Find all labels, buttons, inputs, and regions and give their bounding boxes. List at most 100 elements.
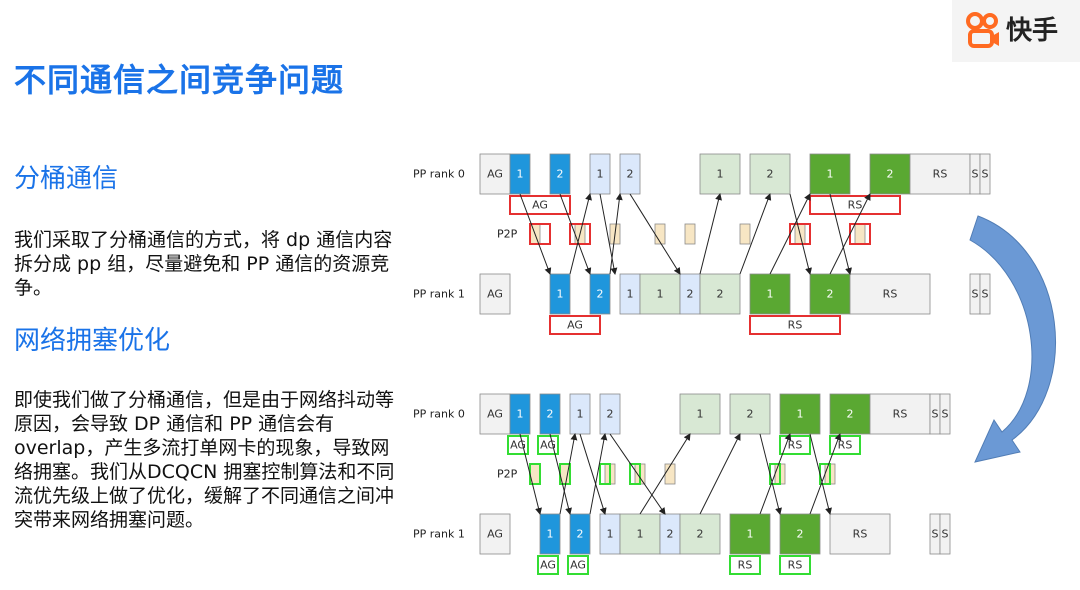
timeline-block bbox=[679, 513, 721, 555]
dependency-arrow bbox=[559, 433, 578, 515]
block-label: S bbox=[932, 528, 939, 541]
block-label: S bbox=[972, 168, 979, 181]
timeline-block bbox=[479, 513, 511, 555]
logo-text: 快手 bbox=[1006, 16, 1059, 46]
timeline-block bbox=[809, 273, 851, 315]
block-label: 2 bbox=[797, 528, 804, 541]
timeline-block bbox=[979, 273, 991, 315]
timeline-block bbox=[479, 273, 511, 315]
block-label: 2 bbox=[627, 168, 634, 181]
block-label: 1 bbox=[717, 168, 724, 181]
ag-conflict-box-label: AG bbox=[567, 319, 583, 332]
block-label: S bbox=[982, 168, 989, 181]
ag-fixed-box-label: AG bbox=[540, 559, 556, 572]
rs-fixed-box bbox=[779, 435, 811, 455]
timeline-block bbox=[699, 273, 741, 315]
block-label: 2 bbox=[557, 168, 564, 181]
timeline-block bbox=[749, 153, 791, 195]
timeline-block bbox=[619, 513, 661, 555]
block-label: S bbox=[942, 528, 949, 541]
block-label: 2 bbox=[687, 288, 694, 301]
dependency-arrow bbox=[609, 433, 666, 515]
timeline-block bbox=[849, 273, 931, 315]
dependency-arrow bbox=[579, 433, 607, 515]
rs-fixed-box-label: RS bbox=[738, 559, 753, 572]
block-label: 2 bbox=[717, 288, 724, 301]
block-label: 1 bbox=[557, 288, 564, 301]
block-label: 1 bbox=[637, 528, 644, 541]
block-label: 1 bbox=[577, 408, 584, 421]
row-label-p2p: P2P bbox=[497, 228, 518, 241]
dependency-arrow bbox=[639, 433, 691, 515]
block-label: 1 bbox=[747, 528, 754, 541]
block-label: 1 bbox=[657, 288, 664, 301]
block-label: 2 bbox=[547, 408, 554, 421]
dependency-arrow bbox=[809, 433, 842, 515]
block-label: AG bbox=[487, 168, 503, 181]
timeline-block bbox=[779, 393, 821, 435]
block-label: RS bbox=[933, 168, 948, 181]
p2p-block bbox=[654, 223, 666, 245]
block-label: 1 bbox=[697, 408, 704, 421]
block-label: S bbox=[932, 408, 939, 421]
dependency-arrow bbox=[759, 433, 792, 515]
timeline-block bbox=[829, 513, 891, 555]
ag-fixed-box bbox=[507, 435, 529, 455]
rs-fixed-box bbox=[729, 555, 761, 575]
timeline-block bbox=[549, 273, 571, 315]
p2p-conflict-box bbox=[529, 223, 551, 245]
rs-fixed-box bbox=[829, 435, 861, 455]
timeline-block bbox=[869, 393, 931, 435]
dependency-arrow bbox=[519, 433, 542, 515]
block-label: 2 bbox=[827, 288, 834, 301]
section-title-congestion: 网络拥塞优化 bbox=[14, 326, 171, 356]
timeline-block bbox=[479, 153, 511, 195]
timeline-block bbox=[909, 153, 971, 195]
timeline-block bbox=[939, 513, 951, 555]
block-label: 1 bbox=[517, 168, 524, 181]
dependency-arrow bbox=[589, 433, 608, 515]
rs-conflict-box bbox=[749, 315, 841, 335]
block-label: 1 bbox=[827, 168, 834, 181]
timeline-block bbox=[729, 513, 771, 555]
dependency-arrow bbox=[739, 193, 772, 275]
block-label: S bbox=[972, 288, 979, 301]
timeline-block bbox=[569, 513, 591, 555]
timeline-block bbox=[679, 393, 721, 435]
ag-fixed-box bbox=[537, 555, 559, 575]
timeline-block bbox=[939, 393, 951, 435]
row-label-rank0: PP rank 0 bbox=[413, 408, 465, 421]
rs-conflict-box bbox=[809, 195, 901, 215]
rs-conflict-box-label: RS bbox=[848, 199, 863, 212]
dependency-arrow bbox=[609, 193, 623, 275]
block-label: 2 bbox=[697, 528, 704, 541]
block-label: 2 bbox=[887, 168, 894, 181]
curved-arrow-icon bbox=[969, 215, 1056, 463]
block-label: 2 bbox=[577, 528, 584, 541]
block-label: S bbox=[942, 408, 949, 421]
dependency-arrow bbox=[769, 193, 811, 275]
block-label: RS bbox=[883, 288, 898, 301]
block-label: 1 bbox=[597, 168, 604, 181]
block-label: 1 bbox=[627, 288, 634, 301]
row-label-p2p: P2P bbox=[497, 468, 518, 481]
dependency-arrow bbox=[519, 193, 552, 275]
block-label: 2 bbox=[597, 288, 604, 301]
page-title: 不同通信之间竞争问题 bbox=[14, 61, 345, 99]
rs-fixed-box-label: RS bbox=[788, 559, 803, 572]
kuaishou-logo-icon bbox=[966, 12, 999, 48]
rs-fixed-box-label: RS bbox=[788, 439, 803, 452]
row-label-rank0: PP rank 0 bbox=[413, 168, 465, 181]
dependency-arrow bbox=[809, 433, 832, 515]
block-label: S bbox=[982, 288, 989, 301]
ag-conflict-box bbox=[509, 195, 571, 215]
section-paragraph-congestion: 即使我们做了分桶通信，但是由于网络抖动等原因，会导致 DP 通信和 PP 通信会… bbox=[14, 389, 395, 531]
dependency-arrow bbox=[629, 193, 681, 275]
p2p-fixed-box bbox=[599, 463, 611, 485]
kuaishou-logo: 快手 bbox=[952, 0, 1080, 62]
dependency-arrow bbox=[569, 193, 592, 275]
dependency-arrow bbox=[829, 193, 871, 275]
ag-fixed-box bbox=[567, 555, 589, 575]
timeline-block bbox=[729, 393, 771, 435]
rs-conflict-box-label: RS bbox=[788, 319, 803, 332]
